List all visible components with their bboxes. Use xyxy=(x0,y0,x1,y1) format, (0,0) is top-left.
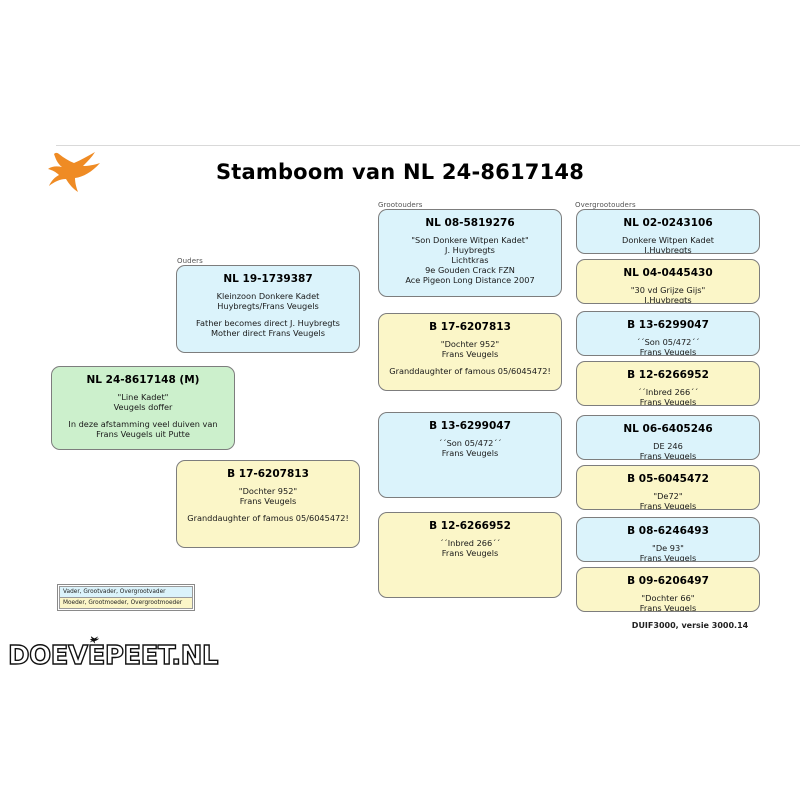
node-line: Frans Veugels xyxy=(639,450,697,460)
node-line: "De72" xyxy=(653,490,683,501)
node-line: "Line Kadet" xyxy=(117,391,169,402)
node-note: Frans Veugels uit Putte xyxy=(96,428,190,439)
node-note: Granddaughter of famous 05/6045472! xyxy=(389,365,551,376)
legend-female-row: Moeder, Grootmoeder, Overgrootmoeder xyxy=(59,598,193,609)
node-id: NL 02-0243106 xyxy=(623,217,713,229)
node-line: Frans Veugels xyxy=(639,346,697,356)
node-line: Donkere Witpen Kadet xyxy=(622,234,714,245)
watermark-text: DOEVEPEET.NL xyxy=(7,640,219,671)
legend-male-row: Vader, Grootvader, Overgrootvader xyxy=(59,586,193,598)
node-grandparent-3[interactable]: B 13-6299047 ´´Son 05/472´´Frans Veugels xyxy=(378,412,562,498)
node-greatgrandparent-6[interactable]: B 05-6045472 "De72"Frans Veugels xyxy=(576,465,760,510)
node-spacer xyxy=(58,412,228,419)
page-title: Stamboom van NL 24-8617148 xyxy=(215,160,585,184)
node-greatgrandparent-3[interactable]: B 13-6299047 ´´Son 05/472´´Frans Veugels xyxy=(576,311,760,356)
node-grandparent-4[interactable]: B 12-6266952 ´´Inbred 266´´Frans Veugels xyxy=(378,512,562,598)
node-note: Mother direct Frans Veugels xyxy=(210,327,325,338)
node-id: NL 08-5819276 xyxy=(425,217,515,229)
node-line: "Son Donkere Witpen Kadet" xyxy=(411,234,529,245)
node-line: Kleinzoon Donkere Kadet xyxy=(216,290,320,301)
watermark: DOEVEPEET.NL xyxy=(7,636,219,672)
node-spacer xyxy=(183,506,353,513)
node-line: ´´Inbred 266´´ xyxy=(637,386,699,397)
node-line: Frans Veugels xyxy=(639,602,697,612)
node-line: J.Huybregts xyxy=(644,244,692,254)
node-line: Frans Veugels xyxy=(441,447,499,458)
node-line: Lichtkras xyxy=(451,254,489,265)
node-id: B 13-6299047 xyxy=(429,420,511,432)
node-line: J. Huybregts xyxy=(445,244,495,255)
node-line: Frans Veugels xyxy=(441,547,499,558)
node-line: Frans Veugels xyxy=(239,495,297,506)
node-greatgrandparent-2[interactable]: NL 04-0445430 "30 vd Grijze Gijs"J.Huybre… xyxy=(576,259,760,304)
node-line: "Dochter 66" xyxy=(641,592,695,603)
node-grandparent-1[interactable]: NL 08-5819276 "Son Donkere Witpen Kadet"J… xyxy=(378,209,562,297)
node-id: B 17-6207813 xyxy=(227,468,309,480)
node-note: In deze afstamming veel duiven van xyxy=(68,418,218,429)
node-id: B 17-6207813 xyxy=(429,321,511,333)
node-line: "Dochter 952" xyxy=(238,485,298,496)
node-line: DE 246 xyxy=(653,440,683,451)
column-label-greatgrandparents: Overgrootouders xyxy=(575,201,636,209)
node-line: Frans Veugels xyxy=(639,396,697,406)
version-footer: DUIF3000, versie 3000.14 xyxy=(631,621,749,630)
node-line: 9e Gouden Crack FZN xyxy=(425,264,515,275)
column-label-parents: Ouders xyxy=(177,257,203,265)
node-greatgrandparent-4[interactable]: B 12-6266952 ´´Inbred 266´´Frans Veugels xyxy=(576,361,760,406)
node-line: ´´Inbred 266´´ xyxy=(439,537,501,548)
node-line: "30 vd Grijze Gijs" xyxy=(630,284,706,295)
node-subject[interactable]: NL 24-8617148 (M) "Line Kadet"Veugels dof… xyxy=(51,366,235,450)
node-id: B 12-6266952 xyxy=(429,520,511,532)
node-line: Veugels doffer xyxy=(113,401,173,412)
node-line: Huybregts/Frans Veugels xyxy=(217,300,319,311)
node-greatgrandparent-7[interactable]: B 08-6246493 "De 93"Frans Veugels xyxy=(576,517,760,562)
node-id: B 05-6045472 xyxy=(627,473,709,485)
header-divider xyxy=(56,145,800,146)
node-line: ´´Son 05/472´´ xyxy=(438,437,502,448)
node-line: Frans Veugels xyxy=(441,348,499,359)
node-id: B 12-6266952 xyxy=(627,369,709,381)
node-id: NL 19-1739387 xyxy=(223,273,313,285)
node-note: Granddaughter of famous 05/6045472! xyxy=(187,512,349,523)
node-greatgrandparent-8[interactable]: B 09-6206497 "Dochter 66"Frans Veugels xyxy=(576,567,760,612)
column-label-grandparents: Grootouders xyxy=(378,201,423,209)
node-line: ´´Son 05/472´´ xyxy=(636,336,700,347)
node-id: NL 24-8617148 (M) xyxy=(86,374,200,386)
node-note: Father becomes direct J. Huybregts xyxy=(196,317,340,328)
node-id: B 13-6299047 xyxy=(627,319,709,331)
node-line: Frans Veugels xyxy=(639,500,697,510)
watermark-bird-icon xyxy=(88,635,101,645)
node-id: B 08-6246493 xyxy=(627,525,709,537)
dove-bird-icon xyxy=(38,146,110,198)
node-line: J.Huybregts xyxy=(644,294,692,304)
node-line: Frans Veugels xyxy=(639,552,697,562)
node-line: "Dochter 952" xyxy=(440,338,500,349)
node-line: "De 93" xyxy=(652,542,684,553)
node-line: Ace Pigeon Long Distance 2007 xyxy=(405,274,535,285)
node-id: B 09-6206497 xyxy=(627,575,709,587)
node-id: NL 04-0445430 xyxy=(623,267,713,279)
node-id: NL 06-6405246 xyxy=(623,423,713,435)
node-spacer xyxy=(183,311,353,318)
node-spacer xyxy=(385,359,555,366)
legend: Vader, Grootvader, Overgrootvader Moeder… xyxy=(57,584,195,611)
